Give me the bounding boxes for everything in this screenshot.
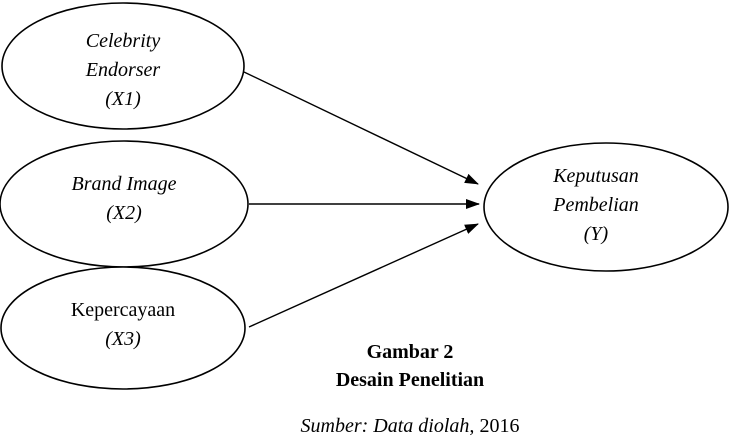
node-y-line-1: Keputusan	[553, 165, 639, 187]
node-x2-line-1: Brand Image	[71, 173, 177, 195]
figure-source: Sumber: Data diolah, 2016	[210, 414, 610, 438]
node-y-ellipse	[483, 142, 729, 272]
figure-number: Gambar 2	[366, 341, 454, 363]
arrow-x1-to-y	[243, 71, 479, 185]
node-x1-label: Celebrity Endorser (X1)	[23, 27, 223, 114]
node-x1-line-3: (X1)	[105, 88, 141, 110]
node-x3-line-2: (X3)	[105, 328, 141, 350]
node-x1-ellipse	[1, 2, 245, 130]
node-x3-ellipse	[0, 266, 246, 390]
node-y-label: Keputusan Pembelian (Y)	[496, 162, 696, 249]
node-x3-line-1: Kepercayaan	[70, 299, 176, 321]
arrow-x3-to-y	[248, 223, 479, 328]
figure-title: Desain Penelitian	[335, 369, 485, 391]
node-x3-label: Kepercayaan (X3)	[23, 296, 223, 354]
node-x2-line-2: (X2)	[106, 202, 142, 224]
source-year: 2016	[479, 415, 520, 437]
node-y-line-2: Pembelian	[553, 194, 639, 216]
source-label: Sumber: Data diolah,	[300, 415, 475, 437]
node-x1-line-2: Endorser	[85, 59, 161, 81]
node-y-line-3: (Y)	[583, 223, 609, 245]
node-x1-line-1: Celebrity	[85, 30, 161, 52]
node-x2-label: Brand Image (X2)	[24, 170, 224, 228]
